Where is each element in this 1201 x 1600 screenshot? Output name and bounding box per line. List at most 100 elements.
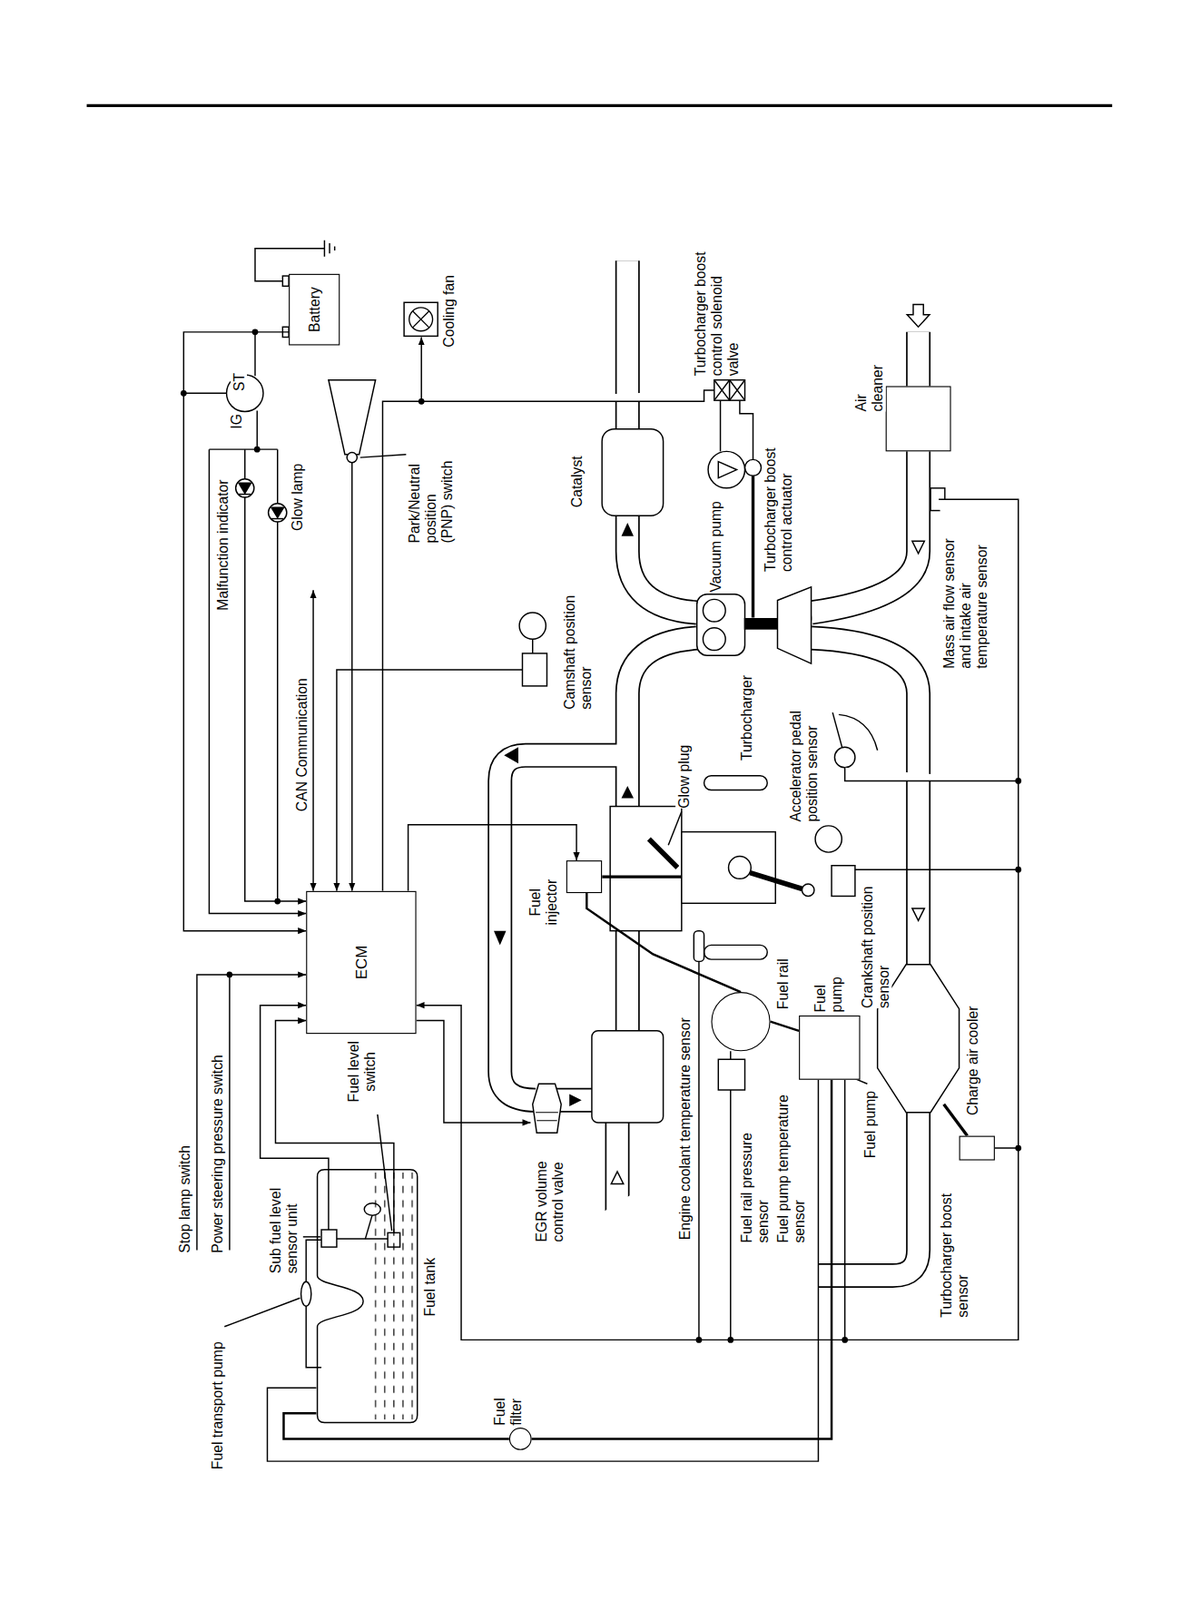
node-label-block: Fuel rail <box>774 943 791 1010</box>
valve-outline-part <box>532 1083 562 1133</box>
fuel-tank-parts <box>321 1230 337 1248</box>
part-label: Turbocharger <box>738 675 756 761</box>
node-label-block: Cooling fan <box>441 260 458 348</box>
turbocharger <box>751 475 755 618</box>
crank-accel-sensors <box>845 767 1019 782</box>
node-label-block: Fuel injector <box>526 871 560 933</box>
part-label: Malfunction indicator <box>214 479 231 611</box>
fuel-tank-parts <box>364 1214 373 1240</box>
turbocharger <box>718 462 737 479</box>
fuel-system-sensors <box>729 1090 731 1340</box>
part-label-block: Fuel pump temperature sensor <box>774 1084 808 1243</box>
part-label: Fuel rail pressure sensor <box>738 1132 772 1244</box>
part-label-block: Fuel rail pressure sensor <box>738 1115 772 1244</box>
air-cleaner-box: Air cleaner <box>885 385 952 452</box>
battery-ground <box>324 240 335 257</box>
part-label-block: CAN Communication <box>294 659 311 813</box>
part-label: Turbocharger boost control actuator <box>762 447 796 572</box>
node-label: Cooling fan <box>441 275 458 348</box>
engine-parts <box>591 1031 664 1123</box>
camshaft-sensor <box>521 653 547 687</box>
ignition-switch-wiring <box>208 449 306 914</box>
fuel-system-sensors <box>698 961 699 1340</box>
fuel-tank-parts <box>224 1298 300 1327</box>
turbocharger <box>702 599 726 622</box>
junction-dots <box>254 446 261 453</box>
turbocharger <box>714 380 746 401</box>
boost-sensor: Turbocharger boost sensor <box>959 1136 995 1162</box>
engine-parts <box>610 807 682 932</box>
crank-accel-sensors <box>855 868 1019 870</box>
ignition-switch-wiring <box>208 448 277 450</box>
part-label-block: Engine coolant temperature sensor <box>676 1000 693 1241</box>
control-unit-box: ECM <box>305 891 416 1034</box>
part-label-block: Park/Neutral position (PNP) switch <box>405 455 455 544</box>
pnp-switch <box>346 452 357 463</box>
turbocharger <box>421 390 715 402</box>
node-label: Air cleaner <box>853 364 886 413</box>
part-label-block: Catalyst <box>568 441 585 508</box>
engine-parts <box>749 873 807 891</box>
header-rule <box>87 104 1113 108</box>
engine-parts <box>601 875 682 878</box>
ignition-switch-wiring <box>245 449 306 902</box>
crank-accel-sensors <box>834 747 855 768</box>
crank-accel-sensors <box>815 826 842 853</box>
ignition-switch-wiring <box>254 332 256 376</box>
node-label: Fuel filter <box>492 1397 525 1427</box>
signal-wire <box>382 336 422 891</box>
engine-parts <box>601 429 663 517</box>
valve-outline-part <box>535 1112 559 1122</box>
part-label: Turbocharger boost control solenoid valv… <box>691 251 741 376</box>
turbocharger <box>421 380 811 664</box>
ignition-switch-wiring <box>238 493 251 495</box>
node-label-block: Fuel tank <box>421 1245 438 1318</box>
part-label: Glow plug <box>675 745 692 809</box>
node-label: Fuel injector <box>526 879 560 926</box>
engine-parts <box>668 811 682 846</box>
fan-outline-part <box>413 311 430 328</box>
pnp-switch <box>328 380 406 892</box>
part-label-block: Power steering pressure switch <box>208 1018 226 1254</box>
part-label: Engine coolant temperature sensor <box>676 1017 693 1241</box>
node-label: ECM <box>353 945 370 980</box>
crank-accel-sensors <box>831 866 856 897</box>
part-label-block: ST <box>230 368 247 392</box>
engine-parts <box>728 856 752 880</box>
ignition-switch-wiring <box>312 590 314 892</box>
engine-parts <box>693 931 704 963</box>
part-label: Fuel pump temperature sensor <box>774 1094 808 1244</box>
intake-sensors <box>610 1171 623 1184</box>
crank-accel-sensors <box>838 714 878 750</box>
flow-arrows <box>503 747 519 764</box>
fuel-system-sensors <box>698 961 867 1340</box>
part-label: Stop lamp switch <box>176 1145 193 1254</box>
fuel-filter: Fuel filter <box>509 1427 532 1451</box>
part-label-block: Glow lamp <box>288 449 306 532</box>
part-label-block: Fuel transport pump <box>208 1296 226 1470</box>
intake-sensors <box>912 908 925 921</box>
node-label: Fuel tank <box>421 1258 438 1318</box>
engine-parts <box>591 429 815 1123</box>
node-label-block: Charge air cooler <box>964 973 981 1116</box>
engine-parts <box>681 832 776 905</box>
egr-valve: EGR volume control valve <box>530 1082 563 1135</box>
battery-ground <box>282 275 289 286</box>
part-label-block: Camshaft position sensor <box>561 581 594 710</box>
fan-outline-part <box>409 307 434 332</box>
node-label: Fuel rail <box>774 958 791 1010</box>
fuel-system-sensors <box>729 1051 731 1060</box>
part-label: Park/Neutral position (PNP) switch <box>405 461 455 544</box>
part-label: Mass air flow sensor and intake air temp… <box>940 538 990 669</box>
fuel-injector: Fuel injector <box>566 860 602 894</box>
flow-arrows <box>493 931 506 946</box>
node-label: Battery <box>305 286 323 333</box>
tank-outline-part <box>317 1170 418 1424</box>
valve-outline <box>530 1082 563 1135</box>
part-label: IG <box>228 413 246 430</box>
pipe-run <box>500 260 919 1276</box>
flow-arrows <box>621 786 634 798</box>
turbocharger <box>719 400 721 452</box>
intake-sensors <box>912 541 925 553</box>
